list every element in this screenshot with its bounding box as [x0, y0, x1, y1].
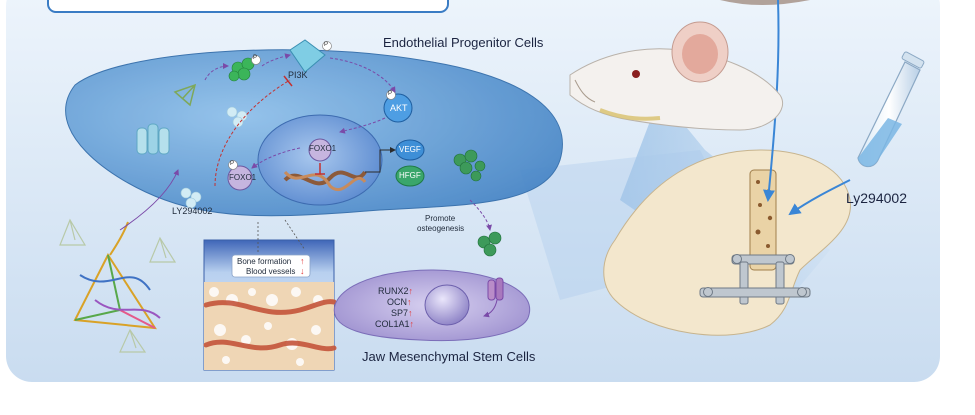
msc-nucleus [425, 285, 469, 325]
sp7-up-arrow: ↑ [408, 308, 413, 318]
runx2-up-arrow: ↑ [409, 286, 414, 296]
msc-receptor [488, 278, 503, 300]
ly-tube-label: Ly294002 [846, 190, 907, 206]
bone-formation-label: Bone formation [237, 257, 291, 266]
foxo1-cyto-label: FOXO1 [229, 173, 256, 182]
bone-formation-up-arrow: ↑ [300, 256, 305, 266]
hfgf-label: HFGF [399, 171, 421, 180]
akt-label: AKT [390, 103, 408, 113]
header-box [48, 0, 448, 12]
promote-label: Promote [425, 214, 455, 223]
ly-cell-label: LY294002 [172, 206, 212, 216]
vegf-label: VEGF [399, 145, 421, 154]
sp7-label: SP7↑ [391, 308, 413, 318]
blood-vessels-up-arrow: ↓ [300, 266, 305, 276]
foxo1-nuclear-label: FOXO1 [309, 144, 336, 153]
blood-vessels-label: Blood vessels [246, 267, 295, 276]
jaw-msc-label: Jaw Mesenchymal Stem Cells [362, 349, 535, 364]
runx2-label: RUNX2↑ [378, 286, 413, 296]
col1a1-up-arrow: ↑ [410, 319, 415, 329]
phospho-marker: P [230, 161, 234, 167]
pi3k-label: PI3K [288, 70, 308, 80]
ocn-up-arrow: ↑ [407, 297, 412, 307]
ocn-label: OCN↑ [387, 297, 412, 307]
membrane-receptor [137, 124, 169, 154]
phospho-marker: P [253, 55, 257, 61]
col1a1-label: COL1A1↑ [375, 319, 414, 329]
endothelial-label: Endothelial Progenitor Cells [383, 35, 543, 50]
osteogenesis-label: osteogenesis [417, 224, 464, 233]
phospho-marker: P [324, 42, 328, 48]
phospho-marker: P [388, 91, 392, 97]
